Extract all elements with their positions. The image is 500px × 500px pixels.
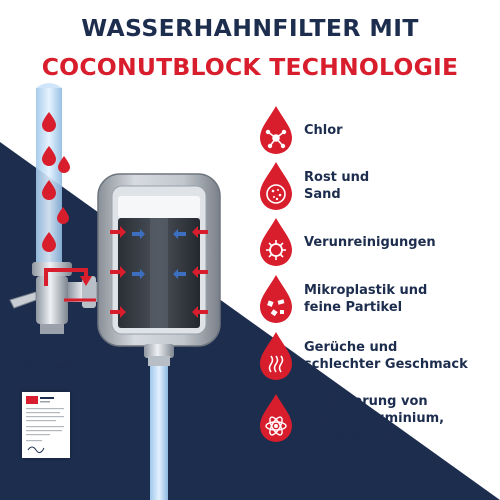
contaminant-drop [57, 207, 69, 224]
certificate-document-thumbnail [22, 392, 70, 458]
feature-label: Mikroplastik und feine Partikel [304, 283, 428, 315]
feature-item-verunreinigungen: Verunreinigungen [256, 216, 500, 272]
molecule-icon [260, 106, 292, 154]
diverter-lever [9, 291, 37, 309]
feature-item-gerueche: Gerüche und schlechter Geschmack [256, 330, 500, 386]
rust-sand-icon [260, 162, 292, 210]
certificate-label: Institutionell bestätigt [18, 362, 71, 383]
contaminant-drop [58, 156, 70, 173]
contaminant-drop [42, 232, 56, 252]
headline-line-2: COCONUTBLOCK TECHNOLOGIE [41, 53, 459, 81]
feature-label: Verunreinigungen [304, 234, 436, 250]
feature-item-mikroplastik: Mikroplastik und feine Partikel [256, 273, 500, 329]
feature-item-reduzierung: Reduzierung von Kupfer, Aluminium, und N… [256, 392, 500, 448]
feature-label: Rost und Sand [304, 170, 370, 202]
contaminant-drop [42, 112, 56, 132]
clean-water-stream [150, 366, 168, 500]
feature-label: Reduzierung von Kupfer, Aluminium, und N… [304, 393, 445, 443]
contaminant-drop [42, 180, 56, 200]
feature-label: Chlor [304, 122, 343, 138]
flow-arrow [44, 268, 88, 286]
contaminant-drop [42, 146, 56, 166]
filter-outlet [144, 344, 174, 358]
feature-item-chlor: Chlor [256, 104, 500, 160]
atom-icon [260, 394, 292, 442]
certificate-badge: Institutionell bestätigt [12, 362, 98, 458]
microplastic-icon [260, 275, 292, 323]
document-icon [26, 396, 64, 454]
feature-item-rost-sand: Rost und Sand [256, 160, 500, 216]
odor-taste-icon [260, 332, 292, 380]
headline-line-1: WASSERHAHNFILTER MIT [81, 14, 419, 42]
impurities-icon [260, 218, 292, 266]
feature-label: Gerüche und schlechter Geschmack [304, 340, 468, 372]
